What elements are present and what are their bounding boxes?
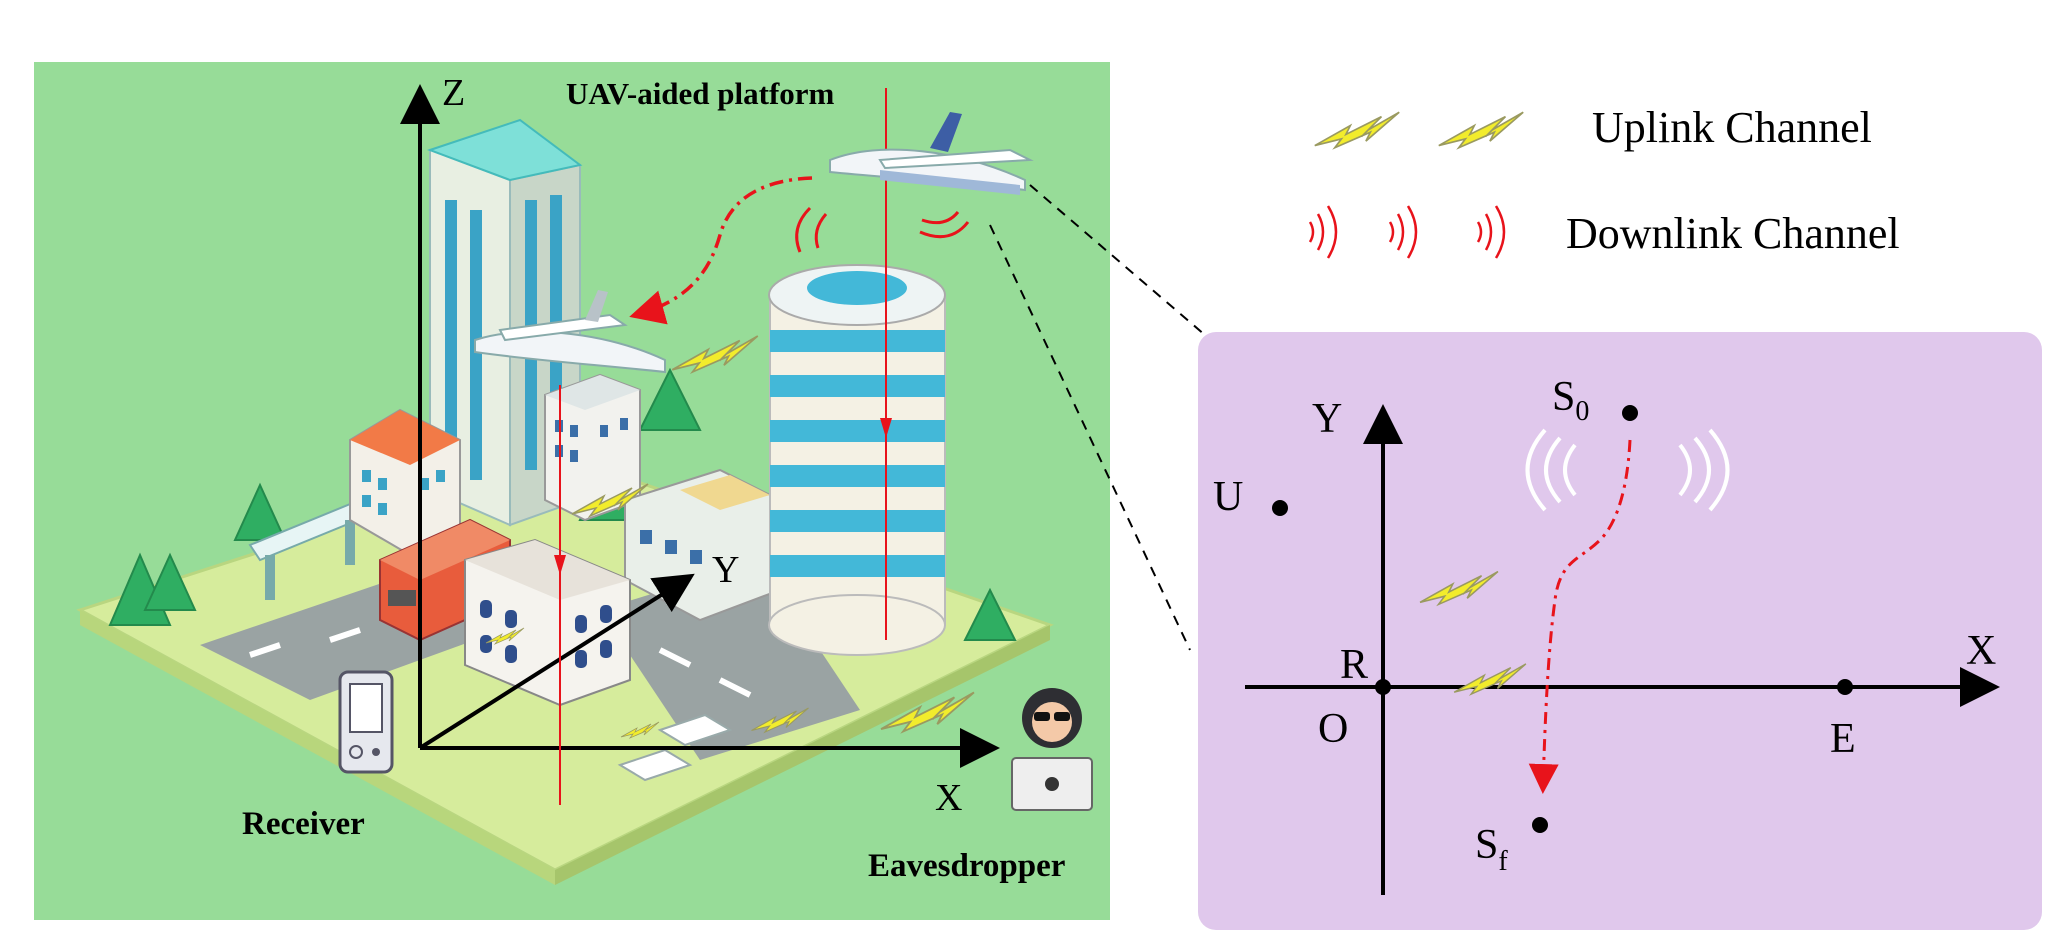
inset-trajectory [1528, 439, 1632, 794]
eavesdropper-label: Eavesdropper [868, 848, 1065, 884]
point-e-marker [1837, 679, 1853, 695]
inset-axis-x-label: X [1966, 628, 1996, 674]
inset-axes [1245, 404, 2000, 895]
legend-uplink-bolt-2 [1437, 111, 1525, 149]
inset-signal-waves [1525, 428, 1730, 512]
scene-axes [400, 84, 1000, 768]
city-scene: Z Y X [34, 62, 1110, 920]
scene-axis-y-label: Y [712, 549, 739, 591]
legend: Uplink Channel Downlink Channel [1308, 103, 1900, 259]
point-sf-subscript: f [1498, 846, 1508, 877]
y-axis [418, 573, 695, 750]
uav-platform-label: UAV-aided platform [566, 76, 835, 111]
ground-side-right [555, 625, 1050, 885]
legend-downlink-waves [1308, 205, 1506, 259]
point-s0-base: S [1552, 374, 1575, 420]
vertical-marker-arrow-front [554, 555, 566, 575]
receiver-phone-icon [338, 670, 394, 774]
round-tower [768, 264, 946, 656]
point-u-label: U [1213, 474, 1243, 520]
uav-large-icon [829, 112, 1034, 195]
point-u-marker [1272, 500, 1288, 516]
downlink-waves-scene [795, 206, 970, 253]
legend-uplink-label: Uplink Channel [1592, 103, 1872, 152]
point-r-label: R [1340, 642, 1368, 688]
point-sf-base: S [1475, 822, 1498, 868]
point-sf-marker [1532, 817, 1548, 833]
uav-trajectory [629, 176, 813, 325]
front-building [464, 538, 631, 707]
point-s0-subscript: 0 [1575, 396, 1589, 427]
inset-axis-y-label: Y [1312, 396, 1342, 442]
benches [617, 713, 733, 782]
inset-background [1198, 332, 2042, 930]
receiver-label: Receiver [242, 806, 365, 842]
legend-uplink-bolt-1 [1313, 111, 1401, 149]
mid-building [544, 373, 641, 522]
ground-side [80, 610, 555, 885]
point-e-label: E [1830, 716, 1856, 762]
legend-downlink-label: Downlink Channel [1566, 209, 1900, 258]
orange-roof-building [349, 408, 461, 557]
vertical-marker-arrow-tower [880, 418, 892, 438]
scene-axis-x-label: X [935, 777, 962, 819]
inset-origin-label: O [1318, 706, 1348, 752]
road-markings [249, 627, 752, 698]
uav-small-icon [474, 290, 666, 374]
zoom-lines [989, 184, 1206, 651]
eavesdropper-icon [1011, 688, 1093, 811]
point-sf-label: Sf [1475, 822, 1508, 877]
point-s0-marker [1622, 405, 1638, 421]
inset-panel: Y X O R E U S0 Sf [1198, 332, 2042, 930]
scene-axis-z-label: Z [442, 72, 465, 114]
point-s0-label: S0 [1552, 374, 1589, 427]
point-r-marker [1375, 679, 1391, 695]
